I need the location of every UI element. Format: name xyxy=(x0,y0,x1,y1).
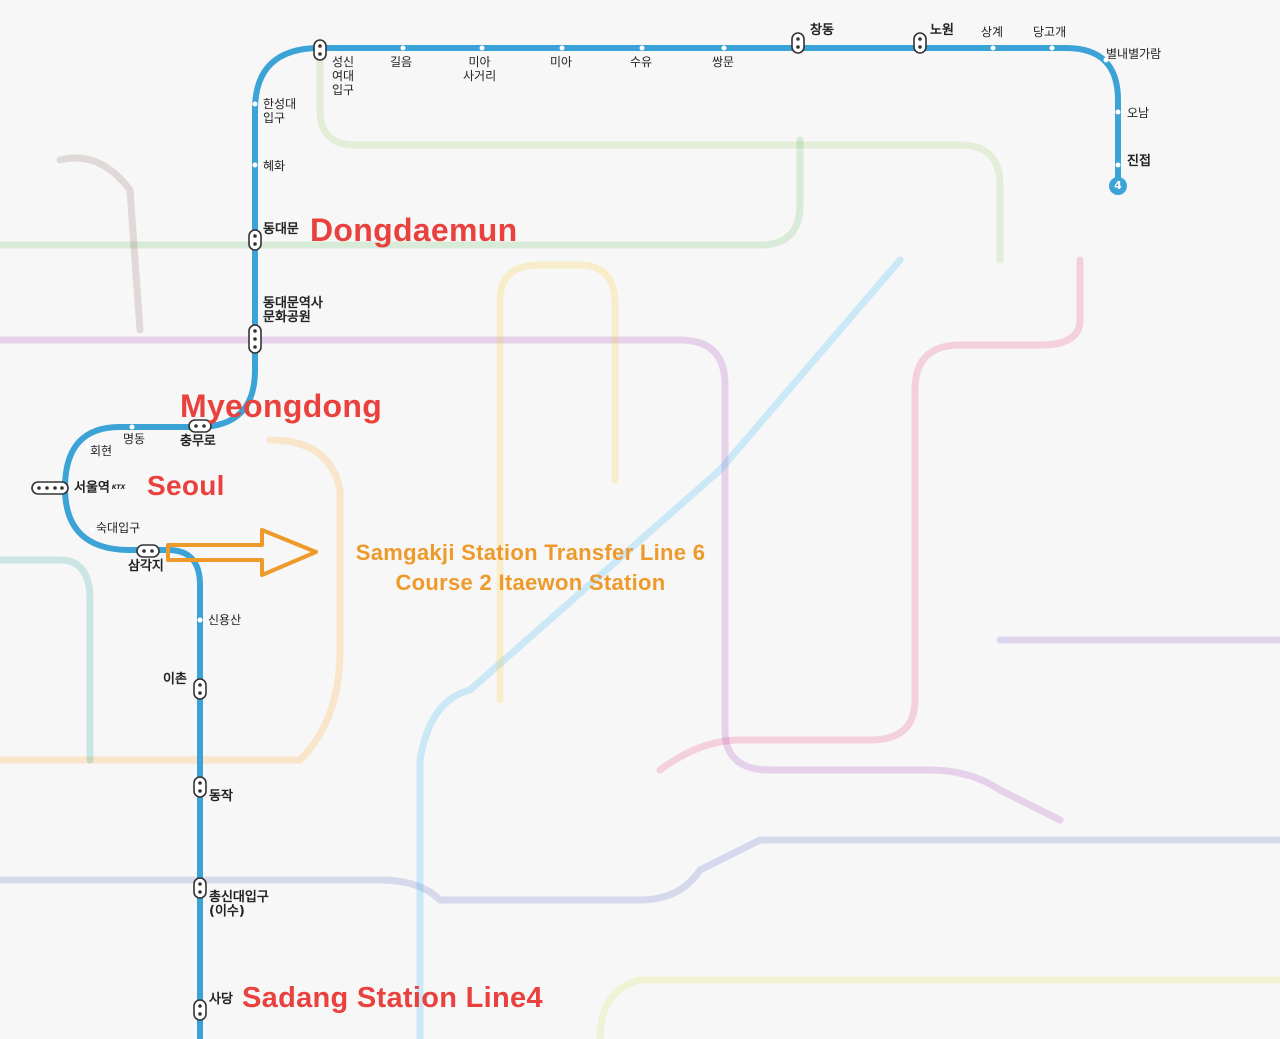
station-jinjeop: 진접 xyxy=(1127,154,1151,169)
station-gireum: 길음 xyxy=(390,55,413,69)
station-changdong: 창동 xyxy=(810,23,834,38)
annotation-sadang: Sadang Station Line4 xyxy=(242,982,543,1014)
station-mia: 미아 xyxy=(550,55,573,69)
annotation-dongdaemun: Dongdaemun xyxy=(310,212,518,248)
station-hansung: 한성대 입구 xyxy=(263,97,297,125)
station-ichon: 이촌 xyxy=(163,672,187,687)
station-chongshin: 총신대입구 (이수) xyxy=(209,890,269,919)
station-suyu: 수유 xyxy=(630,55,653,69)
transfer-stations xyxy=(31,32,927,1021)
station-samgakji: 삼각지 xyxy=(128,559,164,574)
station-seoul-name: 서울역 xyxy=(74,480,110,496)
station-dongjak: 동작 xyxy=(209,789,233,804)
ktx-tag: KTX xyxy=(111,484,126,491)
station-dongdaemun: 동대문 xyxy=(263,222,299,237)
station-sadang: 사당 xyxy=(209,992,233,1007)
station-sinyongsan: 신용산 xyxy=(208,613,242,627)
annotation-transfer: Samgakji Station Transfer Line 6 Course … xyxy=(355,540,706,595)
transfer-arrow-icon xyxy=(166,528,318,577)
station-onam: 오남 xyxy=(1127,106,1150,120)
station-sookmyung: 숙대입구 xyxy=(96,521,141,535)
annotation-myeongdong: Myeongdong xyxy=(180,388,383,424)
station-sungshin: 성신 여대 입구 xyxy=(332,55,355,97)
station-miasageori: 미아 사거리 xyxy=(463,55,497,83)
station-chungmuro: 충무로 xyxy=(180,434,216,449)
station-dots xyxy=(85,45,1121,623)
annotation-seoul: Seoul xyxy=(147,470,225,501)
station-byeollae: 별내별가람 xyxy=(1106,47,1162,61)
station-nowon: 노원 xyxy=(930,23,954,38)
background-lines xyxy=(0,46,1280,1039)
station-hoehyeon: 회현 xyxy=(90,444,113,458)
station-danggogae: 당고개 xyxy=(1033,25,1067,39)
line4-badge-icon: 4 xyxy=(1109,177,1127,195)
station-sanggye: 상계 xyxy=(981,25,1004,39)
station-hyehwa: 혜화 xyxy=(263,159,286,173)
station-ssangmun: 쌍문 xyxy=(712,55,735,69)
station-ddp: 동대문역사 문화공원 xyxy=(263,296,323,325)
station-myeongdong: 명동 xyxy=(123,432,146,446)
